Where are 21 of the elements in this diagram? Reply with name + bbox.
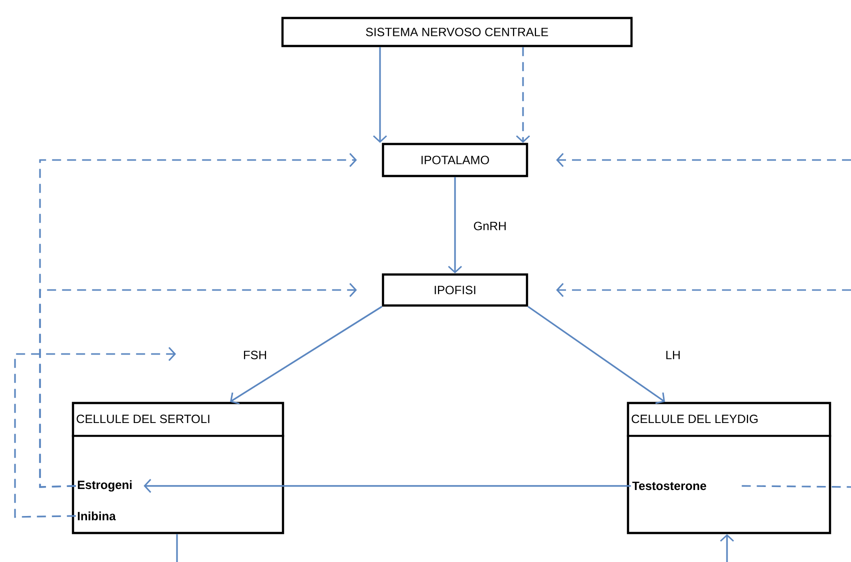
- arrow: [720, 534, 734, 562]
- arrow: [373, 47, 388, 143]
- line: [176, 534, 178, 562]
- edge-label: GnRH: [472, 220, 508, 232]
- hormone-text: Inibina: [78, 512, 116, 520]
- dashed-arrow: [556, 283, 851, 297]
- edge-label: FSH: [242, 350, 268, 360]
- dashed-arrow: [516, 47, 530, 143]
- arrow: [230, 306, 382, 404]
- process-box: IPOTALAMO: [382, 142, 528, 178]
- edge-label: LH: [664, 350, 682, 360]
- hormone-text: Testosterone: [632, 482, 706, 490]
- arrow: [448, 177, 462, 274]
- hormone-text: Estrogeni: [78, 480, 132, 492]
- process-box: SISTEMA NERVOSO CENTRALE: [281, 16, 633, 48]
- arrow: [528, 306, 666, 404]
- dashed-arrow: [14, 347, 176, 518]
- arrow: [144, 478, 631, 493]
- dashed-arrow: [556, 153, 851, 167]
- process-box: IPOFISI: [382, 273, 528, 307]
- dashed-arrow: [39, 283, 357, 488]
